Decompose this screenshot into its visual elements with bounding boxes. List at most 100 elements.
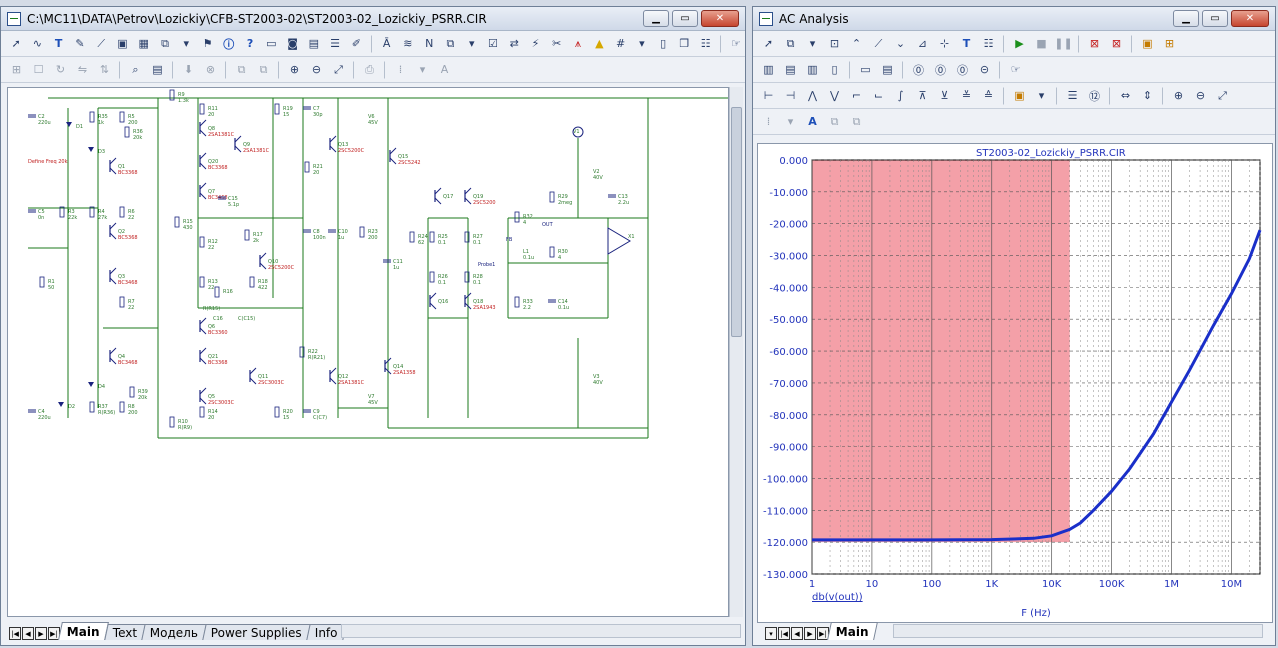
scope2-icon[interactable]: ⊠ (1111, 37, 1122, 50)
font-icon[interactable]: A (440, 63, 449, 76)
bus-icon[interactable]: ▦ (138, 37, 149, 50)
copy-block-icon[interactable]: ⧉ (237, 62, 246, 76)
a-slope-icon[interactable]: ⟋ (874, 36, 883, 50)
plot-6-icon[interactable]: ▤ (882, 63, 893, 76)
stop-run-icon[interactable]: ■ (1036, 37, 1047, 50)
cursor-right-icon[interactable]: ⊣ (785, 89, 796, 102)
analysis-tab-main[interactable]: Main (827, 622, 878, 640)
camera-icon[interactable]: ◙ (287, 37, 298, 50)
maximize-button[interactable]: ▭ (672, 10, 698, 27)
low-icon[interactable]: ⌙ (873, 89, 884, 102)
a-dropdown-3-icon[interactable]: ▾ (787, 115, 794, 128)
group-icon[interactable]: ⧉ (446, 36, 455, 50)
global-low-icon[interactable]: ⊻ (940, 89, 949, 102)
flag-icon[interactable]: ⚑ (202, 37, 213, 50)
swap-arrows-icon[interactable]: ⇄ (509, 37, 519, 50)
monitor-icon[interactable]: ▭ (266, 37, 277, 50)
flip-icon[interactable]: ⇅ (99, 63, 110, 76)
a-font-icon[interactable]: A (808, 115, 817, 128)
grid-dots-icon[interactable]: ⁞ (398, 63, 403, 76)
clipboard-icon[interactable]: ▤ (308, 37, 320, 50)
net-icon[interactable]: ⩚ (574, 36, 582, 50)
pause-icon[interactable]: ❚❚ (1054, 37, 1073, 50)
a-first-page-icon[interactable]: |◀ (778, 627, 790, 640)
zoom-fit-icon[interactable]: ⤢ (334, 62, 343, 76)
text-attribute-icon[interactable]: Ā (382, 37, 391, 50)
tab-main[interactable]: Main (58, 622, 109, 640)
text-tool-icon[interactable]: T (54, 37, 63, 50)
a-dropdown-nav-icon[interactable]: ▾ (765, 627, 777, 640)
plot-1-icon[interactable]: ▥ (763, 63, 774, 76)
rotate-icon[interactable]: ↻ (55, 63, 66, 76)
fit-x-icon[interactable]: ⇔ (1120, 89, 1131, 102)
edit-icon[interactable]: ✐ (351, 37, 361, 50)
pin-numbers-icon[interactable]: N (425, 37, 434, 50)
page-icon[interactable]: ▯ (660, 37, 667, 50)
cut-wire-icon[interactable]: ✂ (552, 37, 562, 50)
schematic-horizontal-scrollbar[interactable] (341, 624, 741, 638)
analysis-close-button[interactable]: ✕ (1231, 10, 1269, 27)
copy-icon[interactable]: ⧉ (161, 36, 169, 50)
list-icon[interactable]: ☰ (1067, 89, 1078, 102)
memo-icon[interactable]: ▤ (152, 63, 163, 76)
a-paste2-icon[interactable]: ⧉ (852, 114, 861, 128)
a-prev-page-icon[interactable]: ◀ (791, 627, 803, 640)
global-high-icon[interactable]: ⊼ (918, 89, 927, 102)
mirror-icon[interactable]: ⇋ (77, 63, 88, 76)
box-icon[interactable]: ☐ (33, 63, 44, 76)
schematic-titlebar[interactable]: C:\MC11\DATA\Petrov\Lozickiy\CFB-ST2003-… (1, 7, 745, 31)
a-copy-icon[interactable]: ⧉ (786, 36, 795, 50)
a-cursor-icon[interactable]: ⊿ (917, 37, 928, 50)
plot-4-icon[interactable]: ▯ (831, 63, 838, 76)
minimize-button[interactable]: ▁ (643, 10, 669, 27)
properties-icon[interactable]: ☷ (700, 37, 711, 50)
analysis-horizontal-scrollbar[interactable] (893, 624, 1263, 638)
dropdown-arrow-2-icon[interactable]: ▾ (468, 37, 475, 50)
info-icon[interactable]: ⓘ (223, 37, 235, 51)
a-point-icon[interactable]: ⊹ (939, 37, 950, 50)
dropdown-arrow-icon[interactable]: ▾ (183, 37, 190, 50)
a-dropdown-2-icon[interactable]: ▾ (1038, 89, 1045, 102)
top-icon[interactable]: ≚ (961, 89, 972, 102)
a-settings-icon[interactable]: ☞ (1010, 63, 1021, 76)
first-page-icon[interactable]: |◀ (9, 627, 21, 640)
warning-icon[interactable]: ▲ (595, 37, 604, 50)
a-frame-icon[interactable]: ▣ (1142, 37, 1153, 50)
peak-find-icon[interactable]: ⋀ (807, 89, 818, 102)
valley-find-icon[interactable]: ⋁ (829, 89, 840, 102)
a-peak-icon[interactable]: ⌃ (851, 37, 862, 50)
component-icon[interactable]: ▣ (117, 37, 128, 50)
a-select-icon[interactable]: ➚ (763, 37, 774, 50)
wire-icon[interactable]: ∿ (32, 37, 42, 50)
tab-power-supplies[interactable]: Power Supplies (202, 624, 311, 640)
prev-page-icon[interactable]: ◀ (22, 627, 34, 640)
a-grid-dots-icon[interactable]: ⁞ (766, 115, 771, 128)
analysis-maximize-button[interactable]: ▭ (1202, 10, 1228, 27)
a-zoom-out-icon[interactable]: ⊖ (1195, 89, 1206, 102)
a-valley-icon[interactable]: ⌄ (895, 37, 906, 50)
analysis-minimize-button[interactable]: ▁ (1173, 10, 1199, 27)
zoom-b-icon[interactable]: ⓪ (935, 63, 946, 77)
high-icon[interactable]: ⌐ (851, 89, 862, 102)
inflect-icon[interactable]: ∫ (897, 89, 904, 102)
tab-model[interactable]: Модель (141, 624, 207, 640)
flash-icon[interactable]: ⚡ (531, 37, 540, 50)
a-zoom-fit-icon[interactable]: ⤢ (1218, 88, 1227, 102)
a-frame2-icon[interactable]: ⊞ (1164, 37, 1175, 50)
a-next-page-icon[interactable]: ▶ (804, 627, 816, 640)
align-icon[interactable]: ⊞ (11, 63, 22, 76)
table-icon[interactable]: ☰ (330, 37, 341, 50)
node-voltage-icon[interactable]: ≋ (403, 37, 413, 50)
analysis-titlebar[interactable]: AC Analysis ▁ ▭ ✕ (753, 7, 1275, 31)
pencil-icon[interactable]: ✎ (75, 37, 85, 50)
a-clipboard-icon[interactable]: ▣ (1014, 89, 1025, 102)
zoom-d-icon[interactable]: ⊝ (979, 63, 990, 76)
scroll-thumb[interactable] (731, 107, 742, 337)
a-text-icon[interactable]: T (962, 37, 971, 50)
diagonal-wire-icon[interactable]: ⟋ (97, 36, 106, 50)
bottom-icon[interactable]: ≙ (983, 89, 994, 102)
run-icon[interactable]: ▶ (1015, 37, 1024, 50)
zoom-out-icon[interactable]: ⊖ (311, 63, 322, 76)
a-zoom-in-icon[interactable]: ⊕ (1173, 89, 1184, 102)
